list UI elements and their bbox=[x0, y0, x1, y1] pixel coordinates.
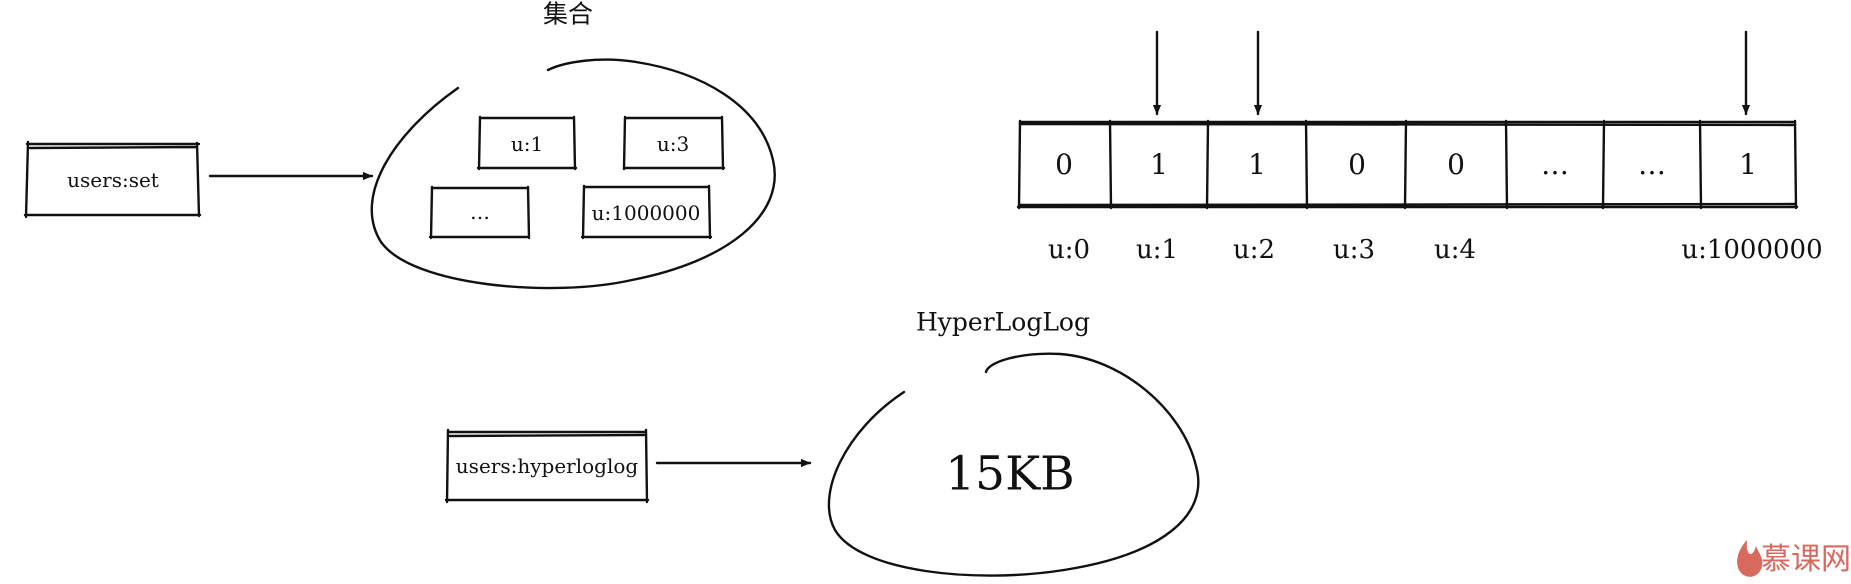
set-blob bbox=[370, 58, 776, 290]
hll-size-label: 15KB bbox=[945, 446, 1075, 502]
watermark-text: 慕课网 bbox=[1761, 542, 1851, 577]
hll-key-label: users:hyperloglog bbox=[455, 454, 639, 478]
hll-title: HyperLogLog bbox=[916, 307, 1090, 337]
bit-index-label: u:4 bbox=[1433, 235, 1477, 265]
bit-cell: 0 bbox=[1447, 148, 1465, 181]
set-member-label: … bbox=[470, 200, 490, 224]
bit-index-label: u:1000000 bbox=[1681, 235, 1823, 265]
bit-index-label: u:0 bbox=[1047, 235, 1091, 265]
set-member-label: u:3 bbox=[656, 132, 690, 156]
bit-cell: … bbox=[1638, 148, 1666, 181]
bit-cell: … bbox=[1541, 148, 1569, 181]
hll-blob bbox=[827, 352, 1200, 577]
bit-cell: 1 bbox=[1248, 148, 1266, 181]
bit-index-label: u:2 bbox=[1232, 235, 1276, 265]
set-member-box-ellipsis bbox=[428, 185, 531, 240]
watermark-logo-icon bbox=[1737, 540, 1763, 577]
set-member-label: u:1000000 bbox=[591, 201, 701, 225]
bit-cell: 0 bbox=[1055, 148, 1073, 181]
set-key-label: users:set bbox=[67, 168, 159, 192]
set-member-box-u1000000 bbox=[580, 184, 713, 240]
set-key-box bbox=[23, 140, 202, 219]
bit-cell: 1 bbox=[1150, 148, 1168, 181]
set-member-box-u3 bbox=[622, 115, 726, 171]
bitmap-array-frame bbox=[1016, 119, 1799, 210]
bit-index-label: u:3 bbox=[1332, 235, 1376, 265]
set-title: 集合 bbox=[542, 0, 594, 29]
set-member-box-u1 bbox=[476, 115, 578, 171]
bit-index-label: u:1 bbox=[1135, 235, 1179, 265]
bit-cell: 0 bbox=[1348, 148, 1366, 181]
set-member-label: u:1 bbox=[510, 132, 544, 156]
bit-cell: 1 bbox=[1739, 148, 1757, 181]
hll-key-box bbox=[444, 428, 650, 504]
